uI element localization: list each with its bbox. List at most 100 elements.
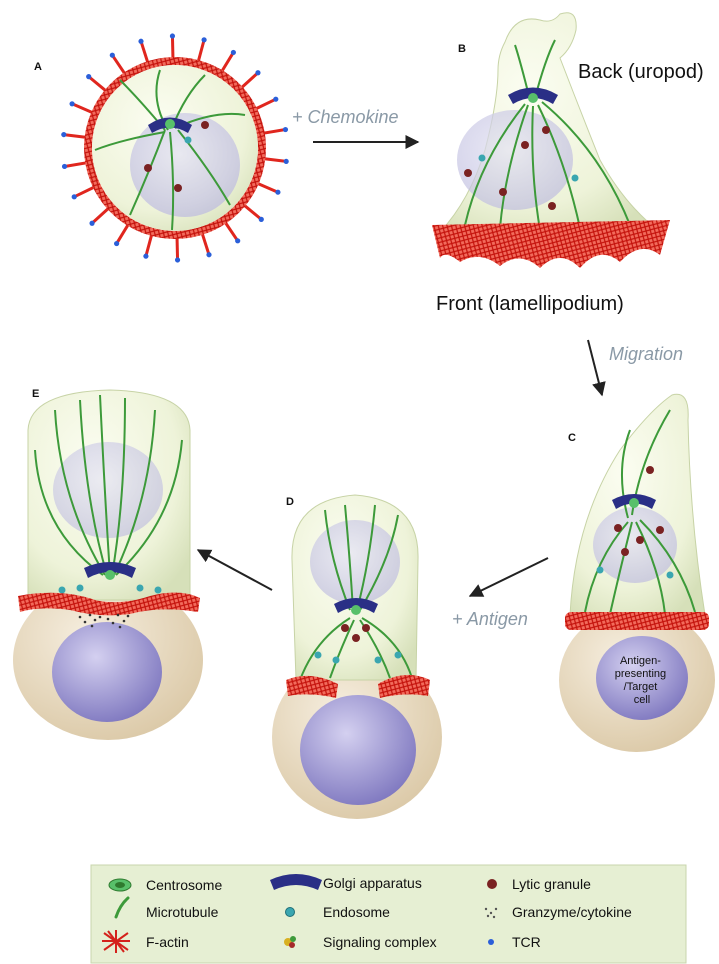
lytic-granule	[341, 624, 349, 632]
lytic-granule	[174, 184, 182, 192]
legend-label-f-actin: F-actin	[146, 934, 189, 950]
legend-label-lytic-granule: Lytic granule	[512, 876, 591, 892]
panel-e: E	[13, 388, 203, 740]
endosome-icon	[286, 908, 295, 917]
endosome	[333, 657, 340, 664]
legend-label-microtubule: Microtubule	[146, 904, 219, 920]
lytic-granule	[201, 121, 209, 129]
panel-d: D	[272, 495, 442, 819]
lytic-granule	[621, 548, 629, 556]
centrosome-icon	[109, 879, 131, 891]
f-actin-icon	[102, 930, 130, 953]
legend-label-signaling-complex: Signaling complex	[323, 934, 437, 950]
centrosome-c	[629, 498, 639, 508]
tcr	[62, 164, 67, 169]
nucleus-d	[310, 520, 400, 604]
panel-b: B Back (uropod) Front (lamellipodium)	[432, 13, 704, 315]
back-uropod-label: Back (uropod)	[578, 61, 704, 83]
endosome	[77, 585, 84, 592]
tcr	[138, 39, 143, 44]
lytic-granule	[542, 126, 550, 134]
front-lamellipodium-label: Front (lamellipodium)	[436, 293, 624, 315]
panel-d-letter: D	[286, 496, 294, 508]
panel-a: A	[34, 33, 289, 262]
legend: Centrosome Golgi apparatus Lytic granule…	[91, 865, 686, 963]
lytic-granule	[499, 188, 507, 196]
endosome	[375, 657, 382, 664]
endosome	[667, 572, 674, 579]
transition-migration: Migration	[588, 340, 683, 395]
tcr	[259, 217, 264, 222]
panel-a-letter: A	[34, 61, 42, 73]
centrosome-d	[351, 605, 361, 615]
tcr	[86, 74, 91, 79]
tcr	[114, 241, 119, 246]
lytic-granule	[656, 526, 664, 534]
tcr	[255, 70, 260, 75]
panel-c: C Antigen- presenting /Target cell	[559, 394, 715, 752]
migration-label: Migration	[609, 344, 683, 364]
tcr-icon	[488, 939, 494, 945]
nucleus-c	[593, 507, 677, 583]
endosome	[597, 567, 604, 574]
tcr	[284, 159, 289, 164]
panel-b-letter: B	[458, 43, 466, 55]
antigen-arrow	[470, 558, 548, 596]
tcr	[273, 97, 278, 102]
lytic-granule	[636, 536, 644, 544]
lytic-granule	[548, 202, 556, 210]
tcr	[283, 127, 288, 132]
endosome	[155, 587, 162, 594]
tcr	[201, 37, 206, 42]
lamellipodium-f-actin	[432, 220, 670, 268]
tcr	[175, 257, 180, 262]
panel-e-letter: E	[32, 388, 39, 400]
tcr	[235, 238, 240, 243]
endosome	[315, 652, 322, 659]
lytic-granule	[521, 141, 529, 149]
tcr	[143, 254, 148, 259]
tcr	[110, 53, 115, 58]
panel-c-letter: C	[568, 432, 576, 444]
tcr	[231, 50, 236, 55]
endosome	[479, 155, 486, 162]
target-nucleus-e	[52, 622, 162, 722]
centrosome-e	[105, 570, 115, 580]
transition-antigen: + Antigen	[452, 558, 548, 629]
centrosome-b	[528, 93, 538, 103]
tcr	[72, 194, 77, 199]
lytic-granule	[614, 524, 622, 532]
tcr	[170, 33, 175, 38]
legend-label-granzyme: Granzyme/cytokine	[512, 904, 632, 920]
lytic-granule	[646, 466, 654, 474]
endosome	[137, 585, 144, 592]
endosome	[185, 137, 192, 144]
lytic-granule	[464, 169, 472, 177]
nucleus-e	[53, 442, 163, 538]
target-nucleus-d	[300, 695, 416, 805]
lytic-granule	[144, 164, 152, 172]
chemokine-label: + Chemokine	[292, 107, 399, 127]
endosome	[572, 175, 579, 182]
lytic-granule	[362, 624, 370, 632]
tcr	[206, 252, 211, 257]
legend-label-golgi: Golgi apparatus	[323, 875, 422, 891]
tcr	[61, 132, 66, 137]
legend-label-tcr: TCR	[512, 934, 541, 950]
legend-label-centrosome: Centrosome	[146, 877, 222, 893]
lytic-granule	[352, 634, 360, 642]
legend-label-endosome: Endosome	[323, 904, 390, 920]
transition-chemokine: + Chemokine	[292, 107, 418, 142]
tcr	[69, 101, 74, 106]
tcr	[275, 190, 280, 195]
antigen-label: + Antigen	[452, 609, 528, 629]
endosome	[395, 652, 402, 659]
endosome	[59, 587, 66, 594]
migration-arrow	[588, 340, 602, 395]
d-to-e-arrow	[198, 550, 272, 590]
centrosome-a	[165, 119, 175, 129]
f-actin-band-c	[565, 612, 709, 630]
tcr	[89, 221, 94, 226]
lytic-granule-icon	[487, 879, 497, 889]
